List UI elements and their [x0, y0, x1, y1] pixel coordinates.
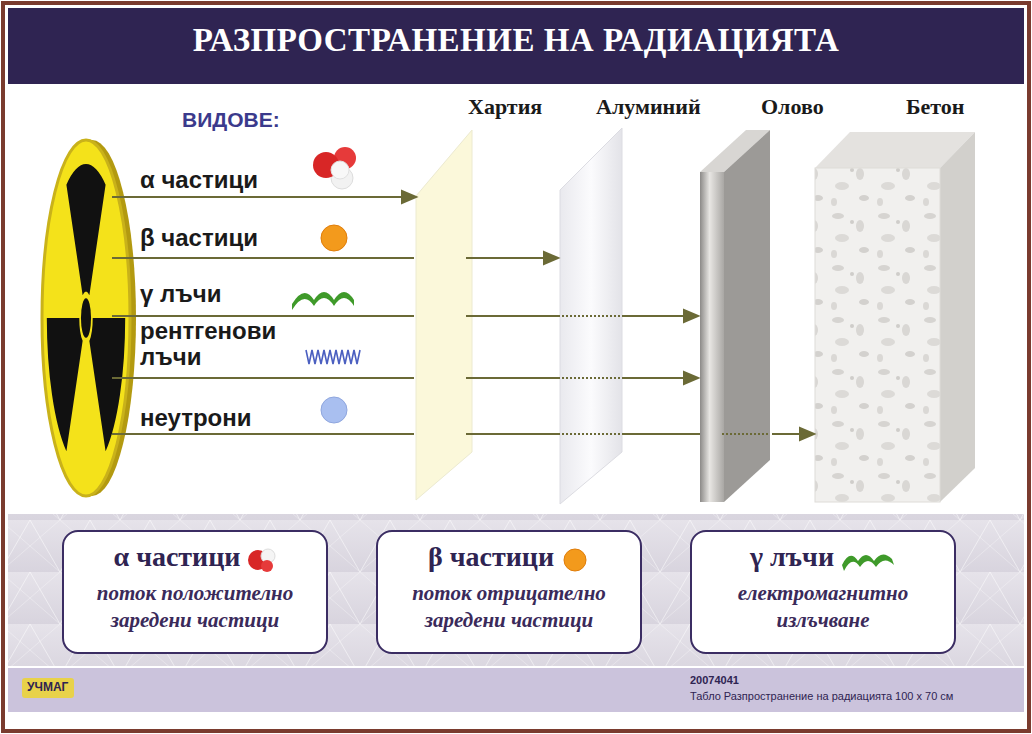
- product-note: Табло Разпространение на радиацията 100 …: [690, 690, 953, 702]
- info-box: γ лъчи електромагнитно излъчване: [690, 530, 956, 654]
- box-text: електромагнитно излъчване: [702, 580, 944, 634]
- logo-text: УЧМАГ: [27, 680, 68, 694]
- box-heading-text: γ лъчи: [750, 541, 834, 572]
- box-heading: γ лъчи: [702, 540, 944, 574]
- row-label: γ лъчи: [140, 280, 221, 308]
- footer-margin: [8, 712, 1024, 726]
- paper-sheet: [416, 130, 472, 500]
- box-heading-text: β частици: [428, 541, 554, 572]
- radiation-paths: [112, 191, 814, 440]
- gamma-icon: [292, 292, 354, 310]
- xray-icon: [306, 350, 360, 364]
- frame: [3, 3, 1029, 731]
- info-band: [8, 514, 1024, 666]
- row-label: α частици: [140, 166, 258, 194]
- info-box: α частици поток положително заредени част…: [62, 530, 328, 654]
- beta-icon: [560, 547, 590, 573]
- barrier-label: Бетон: [906, 94, 965, 120]
- lead-block: [700, 130, 770, 502]
- title: РАЗПРОСТРАНЕНИЕ НА РАДИАЦИЯТА: [0, 22, 1032, 59]
- box-text: поток отрицателно заредени частици: [388, 580, 630, 634]
- radiation-symbol: [37, 118, 136, 496]
- barrier-label: Хартия: [468, 94, 542, 120]
- info-box: β частици поток отрицателно заредени част…: [376, 530, 642, 654]
- alpha-icon: [247, 547, 277, 573]
- barrier-label: Олово: [761, 94, 824, 120]
- section-label: ВИДОВЕ:: [182, 108, 280, 132]
- box-text: поток положително заредени частици: [74, 580, 316, 634]
- footer-band: [8, 668, 1024, 714]
- alpha-icon: [313, 147, 356, 189]
- aluminium-sheet: [560, 128, 622, 504]
- row-label: неутрони: [140, 404, 252, 432]
- box-heading-text: α частици: [114, 541, 241, 572]
- gamma-icon: [840, 547, 896, 573]
- barrier-label: Алуминий: [596, 94, 701, 120]
- row-label: β частици: [140, 224, 258, 252]
- logo-mark: [22, 678, 74, 698]
- concrete-block: [815, 132, 975, 502]
- box-heading: α частици: [74, 540, 316, 574]
- beta-icon: [321, 225, 347, 251]
- neutron-icon: [321, 397, 347, 423]
- product-code: 20074041: [690, 674, 739, 686]
- row-label: рентгенови лъчи: [140, 318, 300, 370]
- box-heading: β частици: [388, 540, 630, 574]
